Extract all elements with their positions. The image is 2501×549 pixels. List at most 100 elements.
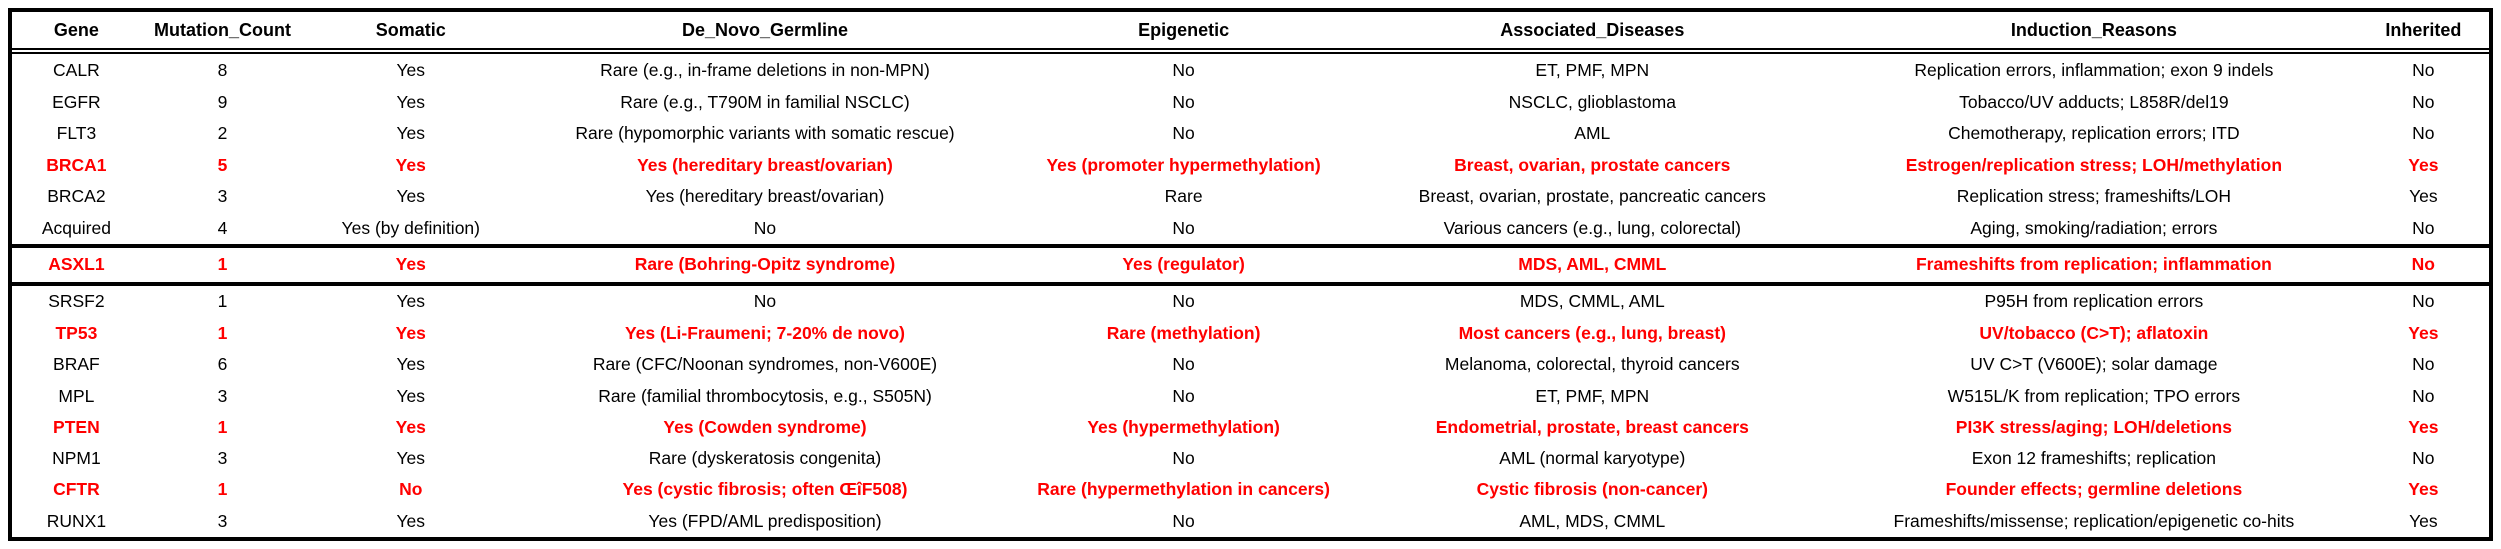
cell-epigenetic: No	[1172, 291, 1195, 312]
cell-epigenetic: No	[1172, 354, 1195, 375]
cell-somatic: Yes	[395, 154, 426, 175]
cell-inherited: No	[2412, 217, 2435, 238]
cell-mutation_count: 2	[217, 123, 228, 144]
cell-inherited: Yes	[2409, 510, 2438, 531]
cell-gene: TP53	[55, 322, 98, 343]
cell-associated_diseases: Cystic fibrosis (non-cancer)	[1476, 479, 1709, 500]
cell-de_novo_germline: Rare (familial thrombocytosis, e.g., S50…	[598, 385, 932, 406]
cell-induction_reasons: W515L/K from replication; TPO errors	[1947, 385, 2241, 406]
cell-induction_reasons: Chemotherapy, replication errors; ITD	[1948, 123, 2240, 144]
cell-de_novo_germline: Yes (FPD/AML predisposition)	[648, 510, 882, 531]
cell-epigenetic: No	[1172, 123, 1195, 144]
cell-gene: Acquired	[41, 217, 111, 238]
cell-gene: EGFR	[52, 91, 101, 112]
cell-inherited: No	[2412, 59, 2435, 80]
cell-associated_diseases: MDS, AML, CMML	[1354, 244, 1831, 286]
column-header-de_novo_germline: De_Novo_Germline	[517, 12, 1013, 54]
cell-inherited: Yes	[2408, 322, 2439, 343]
cell-epigenetic: Rare	[1164, 185, 1203, 206]
cell-associated_diseases: Most cancers (e.g., lung, breast)	[1458, 322, 1726, 343]
cell-inherited: No	[2412, 385, 2435, 406]
cell-induction_reasons: Aging, smoking/radiation; errors	[1970, 217, 2218, 238]
cell-de_novo_germline: Yes (cystic fibrosis; often ŒîF508)	[622, 479, 908, 500]
cell-induction_reasons: PI3K stress/aging; LOH/deletions	[1955, 416, 2232, 437]
cell-somatic: Yes	[396, 448, 426, 469]
cell-inherited: Yes	[2408, 479, 2439, 500]
cell-somatic: Yes	[396, 185, 426, 206]
cell-epigenetic: No	[1172, 91, 1195, 112]
cell-gene: SRSF2	[48, 291, 105, 312]
cell-somatic: No	[399, 479, 423, 500]
cell-gene: BRCA2	[47, 185, 106, 206]
table-row-braf: BRAF 6 Yes Rare (CFC/Noonan syndromes, non-…	[12, 349, 2489, 380]
cell-de_novo_germline: Rare (hypomorphic variants with somatic …	[575, 123, 955, 144]
cell-gene: BRCA1	[46, 154, 107, 175]
cell-induction_reasons: UV C>T (V600E); solar damage	[1970, 354, 2218, 375]
cell-associated_diseases: AML	[1574, 123, 1611, 144]
cell-induction_reasons: Founder effects; germline deletions	[1945, 479, 2243, 500]
cell-somatic: Yes	[395, 322, 426, 343]
cell-inherited: No	[2412, 291, 2435, 312]
cell-associated_diseases: AML (normal karyotype)	[1499, 448, 1686, 469]
cell-mutation_count: 1	[217, 291, 228, 312]
cell-de_novo_germline: No	[753, 291, 777, 312]
column-header-induction_reasons: Induction_Reasons	[1830, 12, 2358, 54]
cell-mutation_count: 6	[217, 354, 228, 375]
cell-gene: RUNX1	[46, 510, 107, 531]
table-row-srsf2: SRSF2 1 Yes No No MDS, CMML, AML P95H from rep…	[12, 284, 2489, 318]
cell-de_novo_germline: Rare (e.g., T790M in familial NSCLC)	[620, 91, 910, 112]
cell-de_novo_germline: Yes (hereditary breast/ovarian)	[645, 185, 885, 206]
cell-somatic: Yes	[396, 354, 426, 375]
cell-gene: BRAF	[53, 354, 100, 375]
cell-inherited: No	[2412, 354, 2435, 375]
cell-associated_diseases: ET, PMF, MPN	[1535, 385, 1650, 406]
cell-de_novo_germline: Rare (dyskeratosis congenita)	[648, 448, 882, 469]
cell-somatic: Yes	[396, 123, 426, 144]
cell-associated_diseases: NSCLC, glioblastoma	[1508, 91, 1676, 112]
cell-associated_diseases: ET, PMF, MPN	[1535, 59, 1650, 80]
cell-induction_reasons: P95H from replication errors	[1984, 291, 2204, 312]
cell-induction_reasons: Exon 12 frameshifts; replication	[1971, 448, 2216, 469]
cell-associated_diseases: MDS, CMML, AML	[1519, 291, 1665, 312]
cell-somatic: Yes	[395, 416, 426, 437]
cell-gene: MPL	[58, 385, 95, 406]
cell-epigenetic: No	[1172, 59, 1195, 80]
cell-mutation_count: 8	[217, 59, 228, 80]
cell-gene: CFTR	[53, 479, 100, 500]
column-header-associated_diseases: Associated_Diseases	[1354, 12, 1831, 54]
column-header-somatic: Somatic	[304, 12, 518, 54]
cell-gene: PTEN	[53, 416, 100, 437]
cell-gene: FLT3	[56, 123, 97, 144]
cell-de_novo_germline: Rare (CFC/Noonan syndromes, non-V600E)	[592, 354, 938, 375]
cell-associated_diseases: Breast, ovarian, prostate, pancreatic ca…	[1418, 185, 1766, 206]
cell-induction_reasons: Replication stress; frameshifts/LOH	[1956, 185, 2232, 206]
cell-de_novo_germline: Rare (Bohring-Opitz syndrome)	[517, 244, 1013, 286]
cell-mutation_count: 3	[217, 510, 228, 531]
cell-mutation_count: 9	[217, 91, 228, 112]
cell-somatic: Yes	[396, 510, 426, 531]
cell-somatic: Yes (by definition)	[341, 217, 480, 238]
cell-epigenetic: Yes (regulator)	[1012, 244, 1355, 286]
cell-associated_diseases: Breast, ovarian, prostate cancers	[1454, 154, 1731, 175]
cell-associated_diseases: Melanoma, colorectal, thyroid cancers	[1444, 354, 1740, 375]
column-header-mutation_count: Mutation_Count	[140, 12, 305, 54]
cell-associated_diseases: AML, MDS, CMML	[1519, 510, 1666, 531]
cell-inherited: No	[2412, 123, 2435, 144]
cell-mutation_count: 1	[217, 322, 228, 343]
cell-induction_reasons: UV/tobacco (C>T); aflatoxin	[1979, 322, 2209, 343]
cell-somatic: Yes	[396, 291, 426, 312]
